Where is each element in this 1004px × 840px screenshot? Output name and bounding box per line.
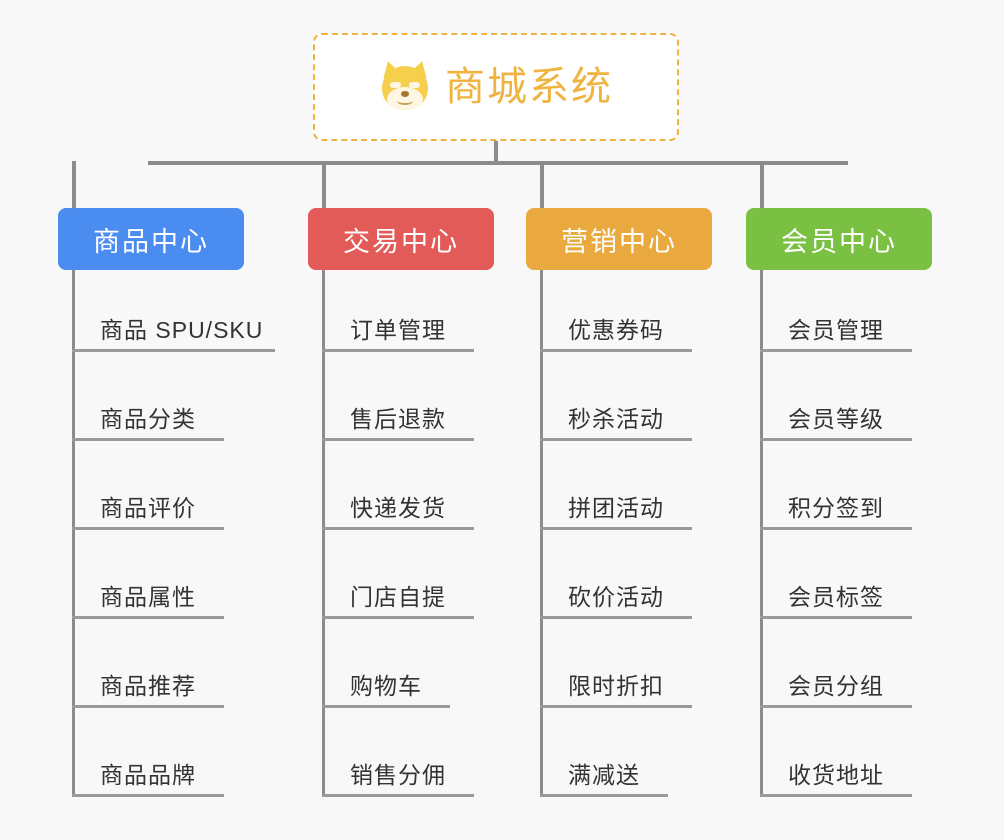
leaf-item-underline <box>72 527 224 530</box>
category-header-1[interactable]: 商品中心 <box>58 208 244 270</box>
leaf-item[interactable]: 商品推荐 <box>58 626 244 715</box>
leaf-item-label: 商品品牌 <box>100 762 196 788</box>
leaf-item[interactable]: 积分签到 <box>746 448 932 537</box>
leaf-item-label: 秒杀活动 <box>568 406 664 432</box>
leaf-item-underline <box>540 794 668 797</box>
column-stem-connector-1 <box>72 270 75 797</box>
leaf-item-underline <box>540 705 692 708</box>
leaf-item-label: 优惠券码 <box>568 317 664 343</box>
leaf-item-underline <box>72 794 224 797</box>
category-header-4[interactable]: 会员中心 <box>746 208 932 270</box>
column-stem-connector-4 <box>760 270 763 797</box>
leaf-item-underline <box>72 705 224 708</box>
leaf-item-underline <box>540 438 692 441</box>
leaf-item-underline <box>72 349 275 352</box>
leaf-item-underline <box>322 438 474 441</box>
root-title: 商城系统 <box>445 65 613 109</box>
leaf-item[interactable]: 优惠券码 <box>526 270 712 359</box>
leaf-item-underline <box>540 527 692 530</box>
leaf-item[interactable]: 会员分组 <box>746 626 932 715</box>
category-column-1: 商品中心商品 SPU/SKU 商品分类商品评价商品属性商品推荐商品品牌 <box>58 208 275 797</box>
leaf-item[interactable]: 商品属性 <box>58 537 244 626</box>
leaf-item-label: 会员分组 <box>788 673 884 699</box>
branch-drop-connector-3 <box>760 161 764 208</box>
branch-drop-connector-2 <box>540 161 544 208</box>
leaf-item[interactable]: 会员管理 <box>746 270 932 359</box>
leaf-item[interactable]: 门店自提 <box>308 537 494 626</box>
horizontal-branch-connector <box>148 161 848 165</box>
leaf-item-label: 售后退款 <box>350 406 446 432</box>
leaf-item-label: 商品分类 <box>100 406 196 432</box>
leaf-item-underline <box>760 616 912 619</box>
leaf-list-3: 优惠券码秒杀活动拼团活动砍价活动限时折扣满减送 <box>526 270 712 804</box>
category-column-4: 会员中心会员管理会员等级积分签到会员标签会员分组收货地址 <box>746 208 932 797</box>
leaf-item-label: 会员等级 <box>788 406 884 432</box>
leaf-item-underline <box>760 794 912 797</box>
leaf-item[interactable]: 售后退款 <box>308 359 494 448</box>
leaf-item-label: 订单管理 <box>350 317 446 343</box>
leaf-list-1: 商品 SPU/SKU 商品分类商品评价商品属性商品推荐商品品牌 <box>58 270 275 804</box>
leaf-item-label: 商品 SPU/SKU <box>100 317 264 343</box>
leaf-item-label: 满减送 <box>568 762 640 788</box>
leaf-item-label: 快递发货 <box>350 495 446 521</box>
leaf-item-label: 拼团活动 <box>568 495 664 521</box>
column-stem-connector-2 <box>322 270 325 797</box>
leaf-item-underline <box>322 794 474 797</box>
leaf-item-label: 砍价活动 <box>568 584 664 610</box>
leaf-item-label: 商品推荐 <box>100 673 196 699</box>
shiba-dog-face-icon <box>379 58 431 113</box>
branch-drop-connector-1 <box>322 161 326 208</box>
leaf-item-underline <box>540 349 692 352</box>
category-header-2[interactable]: 交易中心 <box>308 208 494 270</box>
leaf-item-label: 购物车 <box>350 673 422 699</box>
leaf-item-label: 商品属性 <box>100 584 196 610</box>
leaf-item[interactable]: 快递发货 <box>308 448 494 537</box>
leaf-list-4: 会员管理会员等级积分签到会员标签会员分组收货地址 <box>746 270 932 804</box>
leaf-item-underline <box>760 527 912 530</box>
leaf-list-2: 订单管理售后退款快递发货门店自提购物车销售分佣 <box>308 270 494 804</box>
leaf-item[interactable]: 商品评价 <box>58 448 244 537</box>
leaf-item-label: 限时折扣 <box>568 673 664 699</box>
leaf-item-label: 门店自提 <box>350 584 446 610</box>
leaf-item[interactable]: 商品品牌 <box>58 715 244 804</box>
leaf-item[interactable]: 收货地址 <box>746 715 932 804</box>
leaf-item[interactable]: 会员标签 <box>746 537 932 626</box>
leaf-item-underline <box>72 616 224 619</box>
leaf-item[interactable]: 会员等级 <box>746 359 932 448</box>
leaf-item[interactable]: 商品分类 <box>58 359 244 448</box>
leaf-item-underline <box>760 349 912 352</box>
leaf-item-label: 会员标签 <box>788 584 884 610</box>
leaf-item[interactable]: 订单管理 <box>308 270 494 359</box>
leaf-item-underline <box>760 438 912 441</box>
leaf-item[interactable]: 销售分佣 <box>308 715 494 804</box>
leaf-item-label: 会员管理 <box>788 317 884 343</box>
leaf-item[interactable]: 购物车 <box>308 626 494 715</box>
leaf-item-underline <box>72 438 224 441</box>
leaf-item-underline <box>322 527 474 530</box>
leaf-item-label: 积分签到 <box>788 495 884 521</box>
leaf-item-underline <box>540 616 692 619</box>
leaf-item-label: 收货地址 <box>788 762 884 788</box>
branch-drop-connector-0 <box>72 161 76 208</box>
leaf-item-underline <box>760 705 912 708</box>
category-column-2: 交易中心订单管理售后退款快递发货门店自提购物车销售分佣 <box>308 208 494 797</box>
category-column-3: 营销中心优惠券码秒杀活动拼团活动砍价活动限时折扣满减送 <box>526 208 712 797</box>
leaf-item-underline <box>322 349 474 352</box>
leaf-item[interactable]: 限时折扣 <box>526 626 712 715</box>
column-stem-connector-3 <box>540 270 543 797</box>
leaf-item[interactable]: 秒杀活动 <box>526 359 712 448</box>
leaf-item[interactable]: 拼团活动 <box>526 448 712 537</box>
leaf-item-label: 商品评价 <box>100 495 196 521</box>
leaf-item[interactable]: 商品 SPU/SKU <box>58 270 275 359</box>
leaf-item-underline <box>322 705 450 708</box>
leaf-item[interactable]: 砍价活动 <box>526 537 712 626</box>
root-node[interactable]: 商城系统 <box>313 33 679 141</box>
leaf-item-underline <box>322 616 474 619</box>
category-header-3[interactable]: 营销中心 <box>526 208 712 270</box>
leaf-item-label: 销售分佣 <box>350 762 446 788</box>
root-stem-connector <box>494 141 498 165</box>
leaf-item[interactable]: 满减送 <box>526 715 712 804</box>
